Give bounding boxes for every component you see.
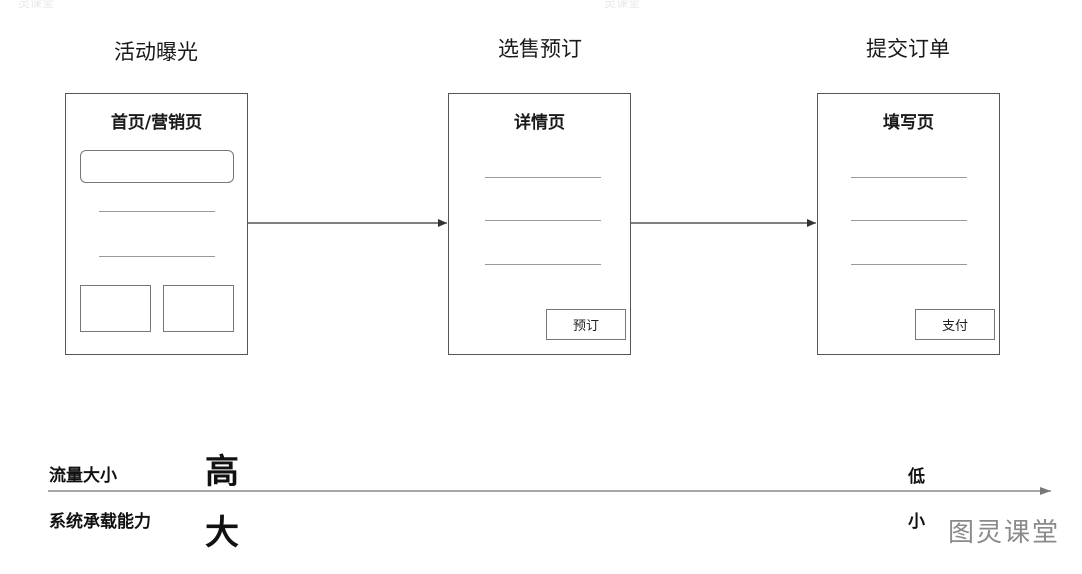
traffic-low: 低 xyxy=(908,467,925,487)
content-line xyxy=(485,264,601,265)
content-line xyxy=(851,220,967,221)
capacity-label: 系统承载能力 xyxy=(49,512,151,532)
detail-page: 详情页 预订 xyxy=(448,93,631,355)
traffic-label: 流量大小 xyxy=(49,466,117,486)
content-line xyxy=(485,220,601,221)
content-line xyxy=(851,177,967,178)
faint-watermark-2: 灵课堂 xyxy=(604,0,641,10)
stage-title-selection: 选售预订 xyxy=(498,37,582,61)
reserve-button[interactable]: 预订 xyxy=(546,309,626,340)
card-placeholder-right xyxy=(163,285,234,332)
home-marketing-page: 首页/营销页 xyxy=(65,93,248,355)
stage-title-exposure: 活动曝光 xyxy=(114,40,198,64)
content-line xyxy=(99,211,215,212)
stage-title-submit: 提交订单 xyxy=(866,37,950,61)
capacity-low: 小 xyxy=(908,512,925,532)
screen-title-fill: 填写页 xyxy=(883,113,934,133)
screen-title-detail: 详情页 xyxy=(514,113,565,133)
content-line xyxy=(99,256,215,257)
content-line xyxy=(851,264,967,265)
banner-placeholder xyxy=(80,150,234,183)
screen-title-home: 首页/营销页 xyxy=(110,113,203,133)
traffic-high: 高 xyxy=(205,452,239,492)
capacity-high: 大 xyxy=(205,513,239,553)
card-placeholder-left xyxy=(80,285,151,332)
pay-button[interactable]: 支付 xyxy=(915,309,995,340)
faint-watermark-1: 灵课堂 xyxy=(18,0,55,10)
fill-order-page: 填写页 支付 xyxy=(817,93,1000,355)
content-line xyxy=(485,177,601,178)
watermark: 图灵课堂 xyxy=(948,518,1061,548)
